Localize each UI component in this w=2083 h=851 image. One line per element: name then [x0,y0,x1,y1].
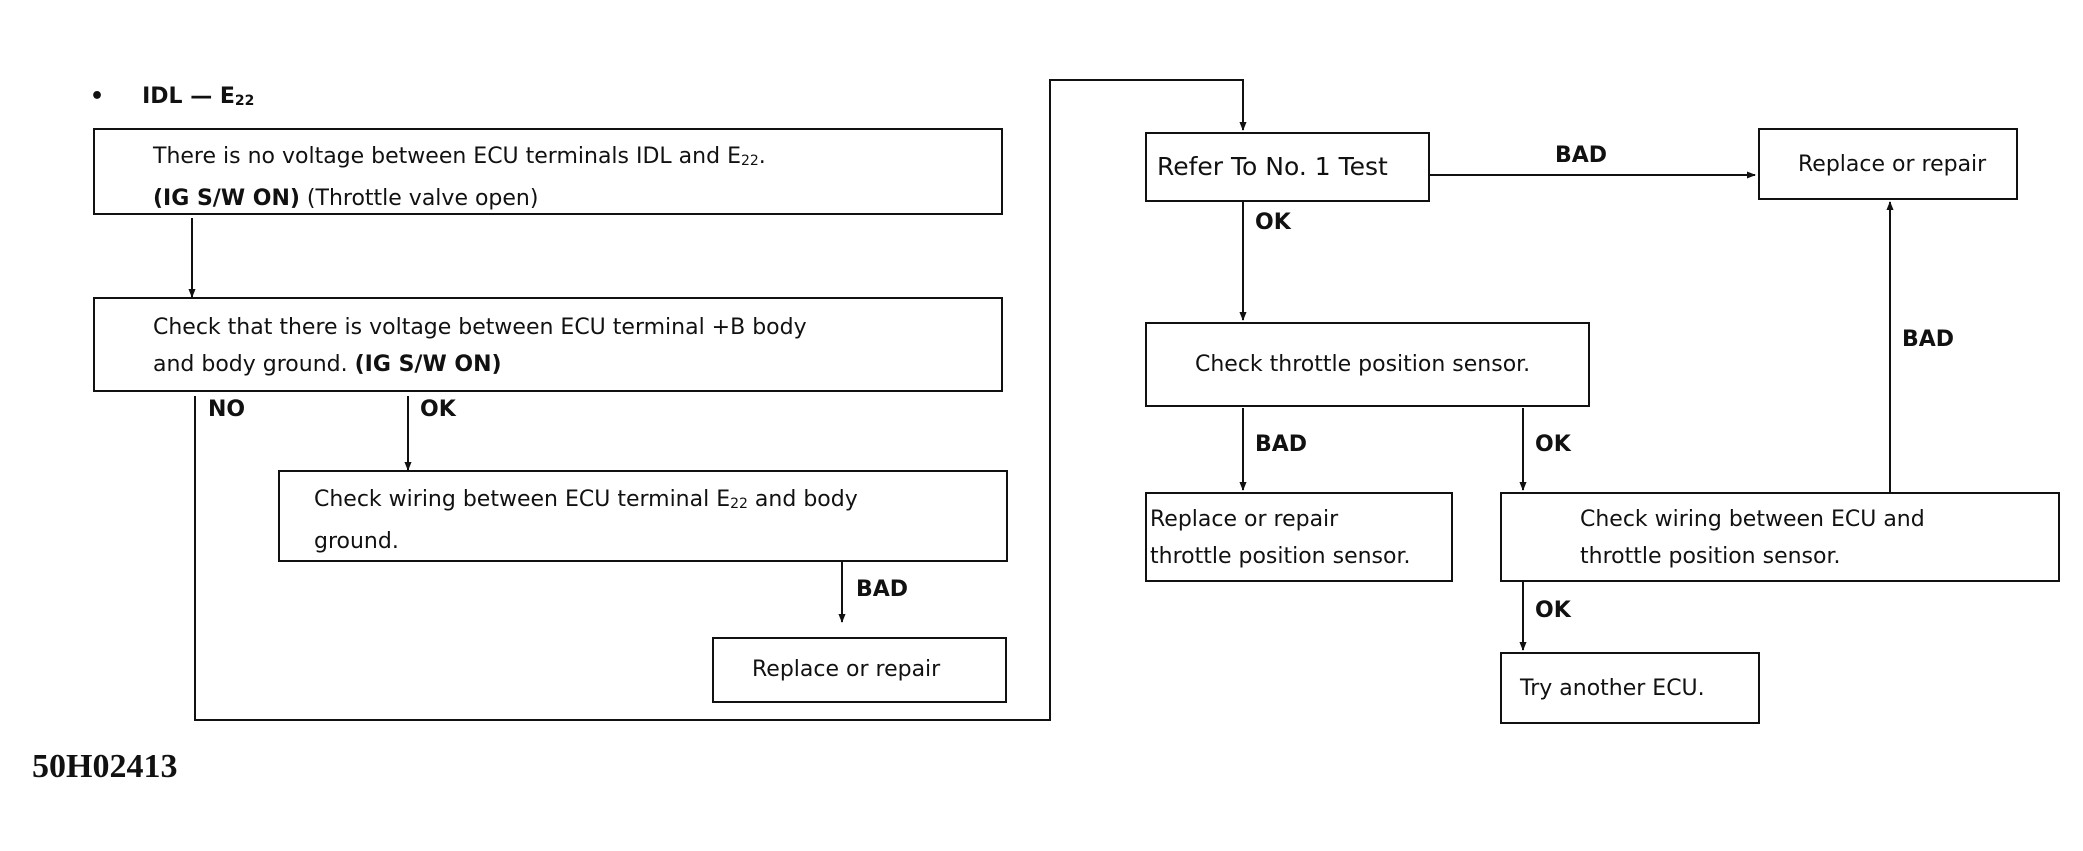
label-ok-wiring-tps: OK [1535,598,1571,623]
label-ok-refer: OK [1255,210,1291,235]
text: . [758,144,766,169]
bullet: • [90,84,105,109]
label-ok-voltage: OK [420,397,456,422]
text: Try another ECU. [1520,676,1705,701]
text: Replace or repair [752,657,941,682]
label-bad-wiring: BAD [856,577,909,602]
text: Check throttle position sensor. [1195,352,1531,377]
text: Check wiring between ECU terminal E [314,487,731,512]
section-title: IDL — E [142,84,235,109]
text: (Throttle valve open) [299,186,539,211]
connector-no-path [194,79,1247,721]
box-refer-test: Refer To No. 1 Test [1145,132,1430,202]
text: Check wiring between ECU and [1580,507,1925,532]
box-no-voltage: There is no voltage between ECU terminal… [93,128,1003,215]
label-bad-wiring-tps: BAD [1902,327,1955,352]
box-check-voltage: Check that there is voltage between ECU … [93,297,1003,392]
subscript: 22 [740,153,759,169]
box-replace-tps: Replace or repair throttle position sens… [1145,492,1453,582]
box-try-another-ecu: Try another ECU. [1500,652,1760,724]
text: Check that there is voltage between ECU … [153,315,807,340]
text: and body [747,487,858,512]
box-replace-top-right: Replace or repair [1758,128,2018,200]
section-heading: • IDL — E22 [90,84,254,109]
label-bad-tps: BAD [1255,432,1308,457]
text: Refer To No. 1 Test [1157,152,1388,181]
figure-code: 50H02413 [32,748,178,785]
text: There is no voltage between ECU terminal… [153,144,741,169]
bold-text: (IG S/W ON) [153,186,300,211]
label-ok-tps: OK [1535,432,1571,457]
text: throttle position sensor. [1580,544,1841,569]
box-check-wiring-e22: Check wiring between ECU terminal E22 an… [278,470,1008,562]
text: throttle position sensor. [1150,544,1411,569]
box-check-tps: Check throttle position sensor. [1145,322,1590,407]
text: and body ground. [153,352,355,377]
box-check-wiring-tps: Check wiring between ECU and throttle po… [1500,492,2060,582]
label-bad-refer: BAD [1555,143,1608,168]
bold-text: (IG S/W ON) [354,352,502,377]
subscript: 22 [730,496,748,512]
label-no: NO [208,397,246,422]
section-title-sub: 22 [234,93,255,109]
box-replace-left: Replace or repair [712,637,1007,703]
text: Replace or repair [1798,152,1987,177]
text: Replace or repair [1150,507,1339,532]
text: ground. [314,529,399,554]
